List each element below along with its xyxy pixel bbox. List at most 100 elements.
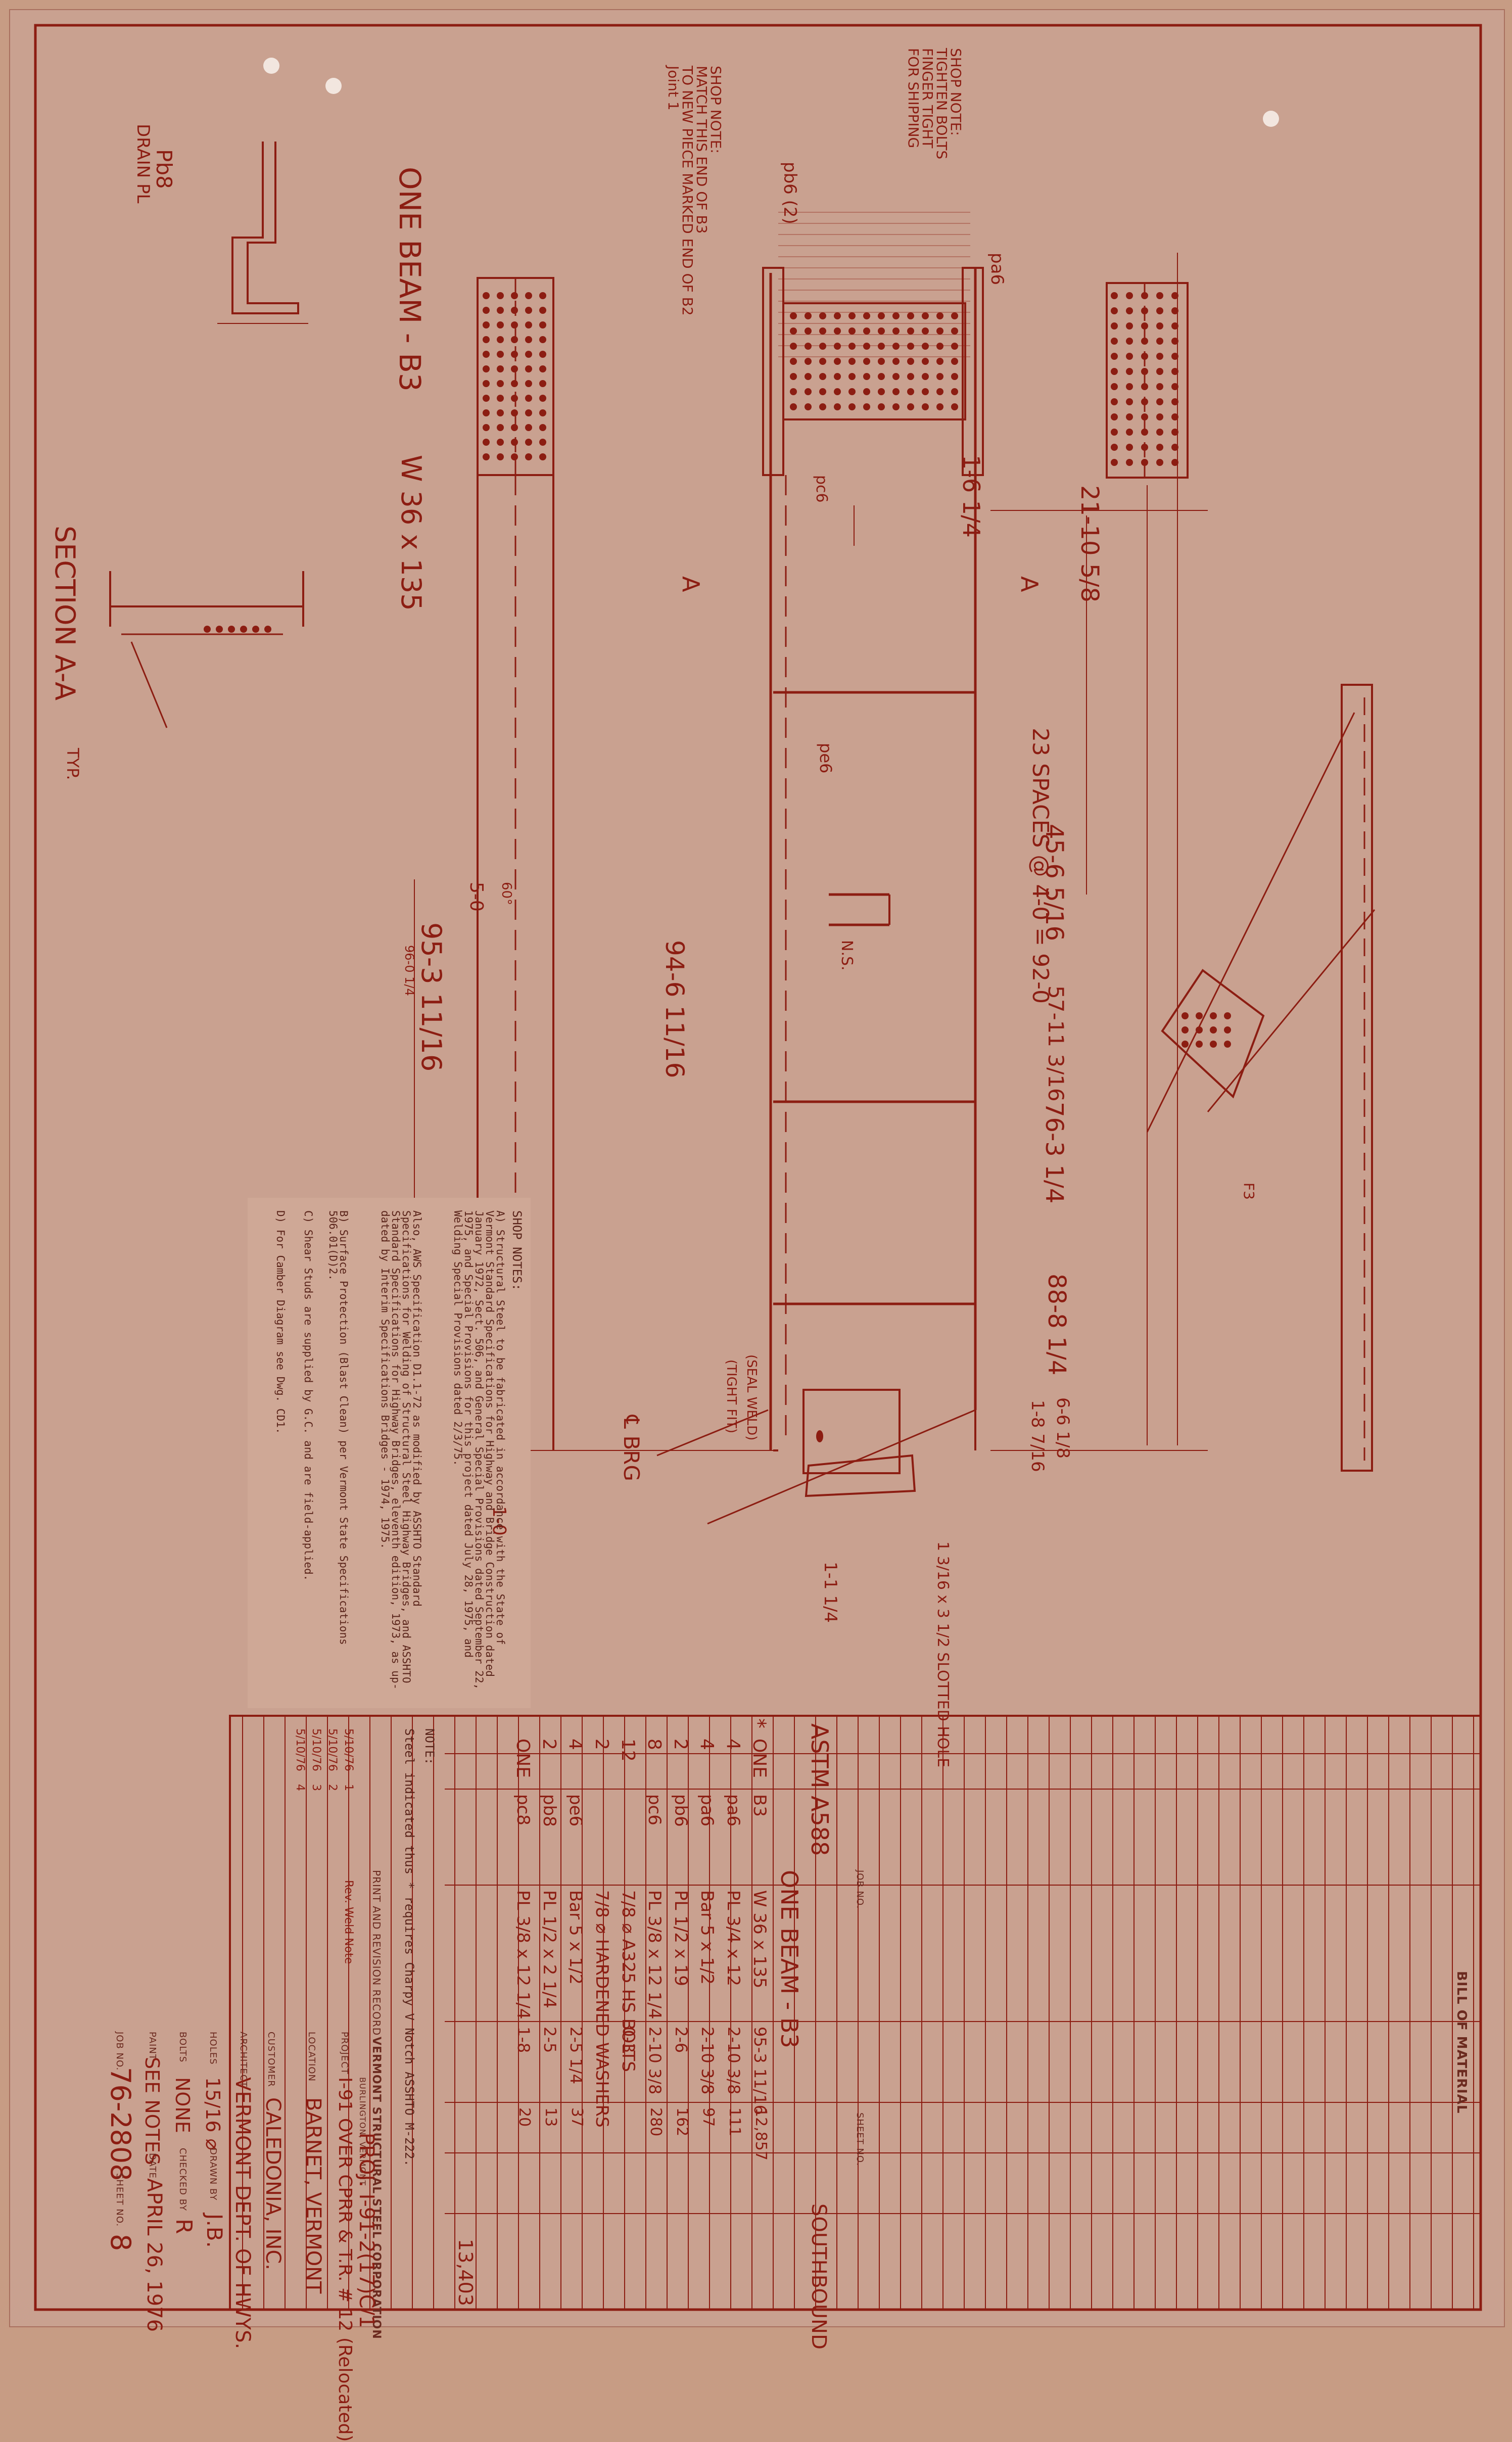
bolt-hole — [1171, 459, 1178, 466]
bolt-hole — [497, 292, 504, 299]
bolt-hole — [483, 424, 490, 431]
dim-88-8: 88-8 1/4 — [1043, 1274, 1071, 1376]
bolt-hole — [1224, 1026, 1231, 1034]
bolt-hole — [511, 453, 518, 460]
bolt-hole — [878, 343, 885, 350]
bill-row-weight: 111 — [726, 2107, 743, 2137]
bolt-hole — [1111, 322, 1118, 330]
bolt-hole — [834, 358, 841, 365]
bolt-hole — [863, 312, 870, 319]
bolt-hole — [848, 388, 856, 395]
bolt-hole — [525, 424, 532, 431]
bolt-hole — [1156, 292, 1163, 299]
bolt-hole — [922, 388, 929, 395]
bill-row-description: 7/8 ⌀ HARDENED WASHERS — [592, 1890, 612, 2128]
bill-row-description: PL 3/8 x 12 1/4 — [644, 1890, 665, 2020]
bolt-hole — [863, 358, 870, 365]
bolt-hole — [922, 312, 929, 319]
dim-overall: 95-3 11/16 — [415, 922, 447, 1072]
bolt-hole — [497, 395, 504, 402]
label-tight-fit: (TIGHT FIT) — [724, 1359, 739, 1434]
bolt-hole — [497, 321, 504, 328]
holes-label: HOLES — [208, 2032, 218, 2065]
bolt-hole — [848, 343, 856, 350]
print-record-cell: 4 — [294, 1784, 306, 1791]
bolt-hole — [525, 336, 532, 343]
shop-notes-title: SHOP NOTES: — [510, 1210, 524, 1291]
bill-row-length: 2-10 3/8 — [645, 2027, 665, 2095]
bill-row-weight: 13 — [542, 2107, 559, 2127]
bolt-hole — [1111, 398, 1118, 405]
bill-row-pieces: 2 — [539, 1739, 559, 1750]
bill-row-length: 1-8 — [514, 2027, 533, 2053]
label-cl-bearing: ℄ BRG — [619, 1415, 644, 1481]
total-weight: 13,403 — [454, 2239, 477, 2306]
bill-row-pieces: 2 — [670, 1739, 691, 1750]
bill-row-description: PL 3/4 x 12 — [723, 1890, 743, 1986]
bolt-hole — [1182, 1026, 1189, 1034]
bolt-hole — [1126, 322, 1133, 330]
label-pb6: pb6 (2) — [780, 162, 800, 224]
bolt-hole — [1156, 444, 1163, 451]
bolt-hole — [511, 439, 518, 446]
punch-hole — [325, 78, 342, 94]
bolt-hole — [511, 424, 518, 431]
bolt-hole — [1156, 368, 1163, 375]
bolt-hole — [483, 292, 490, 299]
bolt-hole — [936, 403, 943, 410]
bolt-hole — [525, 351, 532, 358]
bolt-hole — [892, 312, 900, 319]
bolt-hole — [216, 626, 223, 633]
sheet-no-label: SHEET NO. — [855, 2112, 865, 2167]
slotted-hole-note: 1 3/16 x 3 1/2 SLOTTED HOLE — [934, 1541, 952, 1768]
bolt-hole — [1111, 292, 1118, 299]
bolt-hole — [483, 380, 490, 387]
bolt-hole — [878, 373, 885, 380]
jobno-label: JOB NO. — [114, 2032, 125, 2071]
bolt-hole — [1196, 1012, 1203, 1019]
bolt-hole — [1111, 353, 1118, 360]
bolt-hole — [1126, 353, 1133, 360]
bolt-hole — [539, 424, 546, 431]
print-record-cell: 5/10/76 — [342, 1728, 355, 1771]
shop-note-also: Also, AWS Specification D1.1-72 as modif… — [379, 1210, 423, 1690]
sheetno-value: 8 — [105, 2234, 136, 2251]
bolt-hole — [483, 321, 490, 328]
bolt-hole — [1210, 1041, 1217, 1048]
bolt-hole — [539, 409, 546, 416]
checked-label: CHECKED BY — [177, 2148, 188, 2212]
beam-section-label: W 36 x 135 — [395, 455, 427, 611]
bolt-hole — [1141, 338, 1148, 345]
bolt-hole — [1126, 398, 1133, 405]
print-record-cell: 1 — [342, 1784, 355, 1791]
date-label: DATE — [147, 2153, 158, 2179]
shop-note-tighten-bolts: SHOP NOTE: TIGHTEN BOLTS FINGER TIGHT FO… — [905, 48, 964, 160]
bolt-hole — [483, 395, 490, 402]
dim-6-6: 6-6 1/8 — [1053, 1397, 1073, 1459]
bill-row-length: 2-5 — [540, 2027, 559, 2053]
bolt-hole — [497, 336, 504, 343]
bolt-hole — [819, 312, 826, 319]
bolt-hole — [805, 403, 812, 410]
bolt-hole — [539, 307, 546, 314]
bill-of-material-title: BILL OF MATERIAL — [1454, 1971, 1469, 2114]
section-cut-a-left: A — [677, 576, 704, 592]
label-ns: N.S. — [838, 940, 856, 971]
bill-row-pieces: 2 — [591, 1739, 612, 1750]
bound-label: SOUTHBOUND — [807, 2203, 830, 2350]
bolt-hole — [936, 343, 943, 350]
bolt-hole — [951, 373, 958, 380]
print-record-cell: 5/10/76 — [326, 1728, 339, 1771]
bill-row-pieces: 8 — [644, 1739, 665, 1750]
bolt-hole — [834, 312, 841, 319]
bolt-hole — [907, 327, 914, 335]
bolt-hole — [892, 388, 900, 395]
bolt-hole — [1126, 307, 1133, 314]
bill-row-mark: pc6 — [644, 1794, 665, 1825]
bill-row-length: 2-5 1/4 — [566, 2027, 586, 2084]
bolt-hole — [1171, 292, 1178, 299]
dim-45-6: 45-6 5/16 — [1040, 824, 1068, 941]
bill-row-pieces: 12 — [618, 1739, 638, 1762]
bolt-hole — [497, 380, 504, 387]
bolt-hole — [539, 380, 546, 387]
